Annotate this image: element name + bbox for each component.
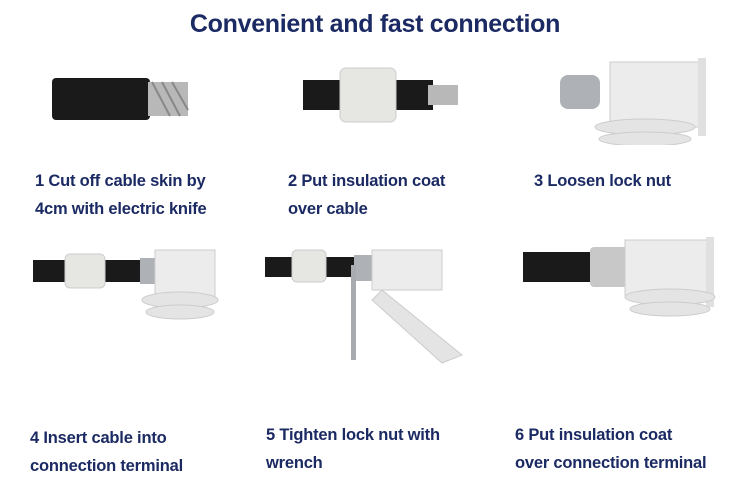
step-6-line-1: 6 Put insulation coat: [515, 426, 673, 444]
step-5-line-1: 5 Tighten lock nut with: [266, 426, 440, 444]
step-2-label: 2 Put insulation coat over cable: [288, 167, 445, 223]
step-5-image: [265, 249, 463, 364]
step-6-image: [523, 237, 716, 317]
step-4-label: 4 Insert cable into connection terminal: [30, 424, 183, 480]
step-4-line-2: connection terminal: [30, 457, 183, 475]
step-6-label: 6 Put insulation coat over connection te…: [515, 421, 707, 477]
step-1-line-2: 4cm with electric knife: [35, 200, 207, 218]
step-2-line-1: 2 Put insulation coat: [288, 172, 446, 190]
step-3-label: 3 Loosen lock nut: [534, 167, 671, 195]
step-4-image: [33, 249, 219, 320]
step-3-image: [560, 58, 706, 145]
step-2-line-2: over cable: [288, 200, 368, 218]
step-6-line-2: over connection terminal: [515, 454, 707, 472]
step-5-line-2: wrench: [266, 454, 323, 472]
step-1-image: [52, 78, 189, 120]
page-title: Convenient and fast connection: [189, 10, 561, 38]
step-5-label: 5 Tighten lock nut with wrench: [266, 421, 440, 477]
step-1-line-1: 1 Cut off cable skin by: [35, 172, 206, 190]
step-2-image: [303, 67, 458, 123]
step-4-line-1: 4 Insert cable into: [30, 429, 167, 447]
step-1-label: 1 Cut off cable skin by 4cm with electri…: [35, 167, 207, 223]
step-3-line-1: 3 Loosen lock nut: [534, 172, 671, 190]
